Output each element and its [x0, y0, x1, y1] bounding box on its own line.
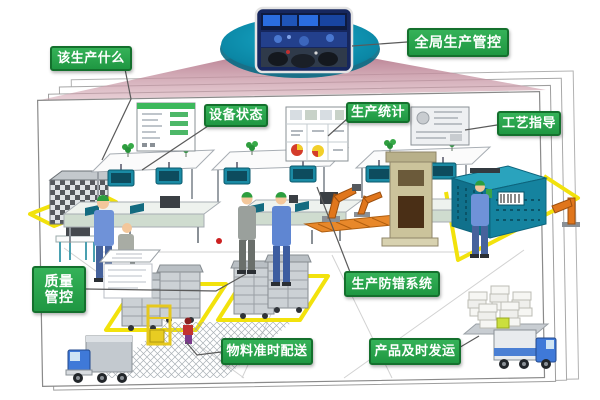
kiln-machine [381, 151, 439, 247]
worker-gray-center [237, 192, 256, 274]
label-global-production-control: 全局生产管控 [407, 28, 509, 57]
label-material-on-time-delivery: 物料准时配送 [221, 338, 313, 365]
label-production-statistics: 生产统计 [346, 102, 410, 123]
label-error-proofing-system: 生产防错系统 [344, 271, 440, 297]
truck-outbound [493, 329, 557, 369]
label-process-guidance: 工艺指导 [497, 111, 561, 136]
label-product-on-time-shipment: 产品及时发运 [369, 338, 461, 365]
teal-machine [450, 165, 548, 239]
warehouse-grid [100, 304, 292, 378]
label-quality-control: 质量管控 [32, 266, 86, 313]
dashboard-production-stats [285, 106, 349, 162]
connector-lines [85, 41, 498, 356]
dashboard-work-orders [136, 102, 196, 152]
robot-arm-center [322, 184, 361, 222]
robot-arm-right [551, 197, 580, 227]
worker-blue-center [271, 192, 298, 286]
worker-blue-right [470, 180, 492, 258]
label-equipment-status: 设备状态 [204, 104, 268, 127]
control-room-photo [254, 6, 354, 74]
worker-gray-seated [98, 223, 162, 299]
dashboard-process-guidance [410, 106, 470, 146]
warehouse-worker [183, 317, 193, 344]
label-what-to-produce: 该生产什么 [50, 46, 132, 71]
robot-arm-center2 [354, 191, 383, 217]
truck-inbound [65, 335, 133, 383]
